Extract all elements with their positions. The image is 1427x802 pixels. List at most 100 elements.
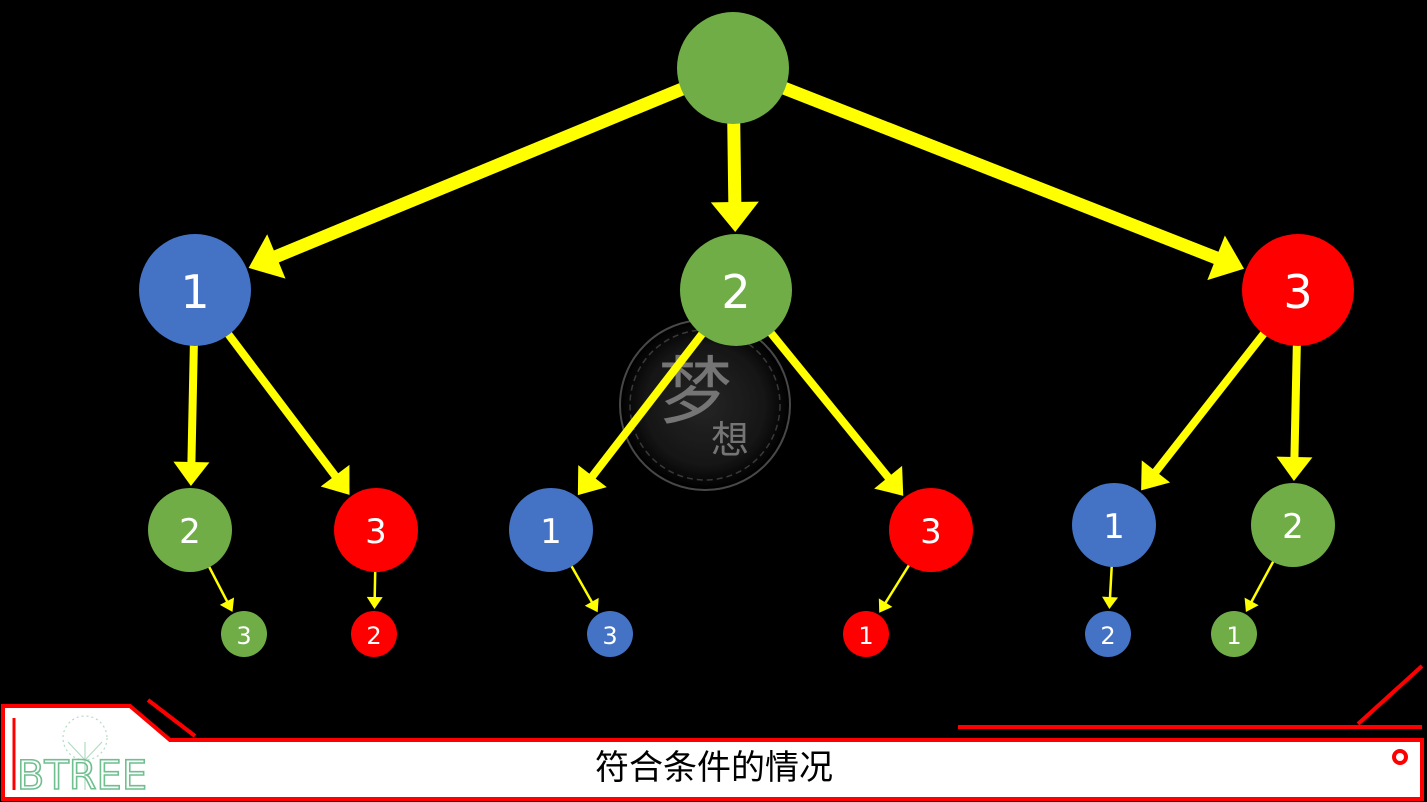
tree-node-l3-a1: 3 bbox=[221, 611, 267, 657]
edge-arrowhead bbox=[577, 465, 607, 496]
tree-node-l3-a2: 2 bbox=[351, 611, 397, 657]
tree-node-l1-b: 2 bbox=[680, 234, 792, 346]
node-circle bbox=[587, 611, 633, 657]
node-circle bbox=[1072, 483, 1156, 567]
tree-node-l2-b2: 3 bbox=[889, 488, 973, 572]
edge-arrowhead bbox=[1244, 597, 1259, 613]
footer-dot-icon bbox=[1392, 749, 1408, 765]
tree-node-l3-c2: 1 bbox=[1211, 611, 1257, 657]
edge-arrow bbox=[366, 567, 383, 610]
node-circle bbox=[843, 611, 889, 657]
node-circle bbox=[1251, 483, 1335, 567]
tree-node-root bbox=[677, 12, 789, 124]
edge-arrowhead bbox=[366, 596, 383, 610]
tree-node-l3-b1: 3 bbox=[587, 611, 633, 657]
edge-arrowhead bbox=[878, 598, 893, 613]
node-label: 3 bbox=[920, 512, 942, 552]
node-label: 3 bbox=[602, 622, 617, 650]
edge-arrowhead bbox=[248, 234, 286, 279]
edge-arrow bbox=[1102, 562, 1119, 610]
node-circle bbox=[889, 488, 973, 572]
tree-node-l2-a2: 3 bbox=[334, 488, 418, 572]
edge-shaft bbox=[373, 567, 377, 600]
logo-tree-icon bbox=[62, 715, 108, 790]
edge-shaft bbox=[883, 561, 912, 605]
watermark-sub-glyph: 想 bbox=[711, 418, 749, 462]
node-label: 2 bbox=[1282, 507, 1304, 547]
nodes-layer: 1 2 3 2 3 1 3 1 2 3 2 3 1 2 1 bbox=[139, 12, 1354, 657]
logo-text: BTREE bbox=[17, 753, 147, 799]
node-circle bbox=[351, 611, 397, 657]
node-label: 3 bbox=[365, 512, 387, 552]
node-label: 1 bbox=[858, 622, 873, 650]
tree-node-l2-a1: 2 bbox=[148, 488, 232, 572]
tree-node-l2-c1: 1 bbox=[1072, 483, 1156, 567]
tree-node-l1-c: 3 bbox=[1242, 234, 1354, 346]
watermark: 梦 想 bbox=[619, 319, 791, 491]
edge-arrowhead bbox=[874, 465, 904, 496]
edge-arrow bbox=[173, 341, 210, 487]
node-circle bbox=[1242, 234, 1354, 346]
edge-arrow bbox=[710, 119, 759, 233]
tree-node-l2-c2: 2 bbox=[1251, 483, 1335, 567]
edge-arrow bbox=[1276, 341, 1313, 482]
edge-arrow bbox=[765, 327, 904, 496]
edge-arrow bbox=[1141, 328, 1270, 491]
edge-arrowhead bbox=[1276, 456, 1313, 482]
edge-arrowhead bbox=[710, 201, 759, 233]
footer-panel bbox=[1, 704, 1424, 801]
edge-arrow bbox=[568, 562, 599, 613]
footer-accent-right bbox=[1356, 664, 1424, 726]
node-label: 2 bbox=[721, 265, 750, 319]
node-label: 2 bbox=[1100, 622, 1115, 650]
watermark-main-glyph: 梦 bbox=[658, 349, 732, 435]
footer-accent-left bbox=[146, 698, 197, 738]
edge-shaft bbox=[568, 562, 594, 605]
node-circle bbox=[1085, 611, 1131, 657]
caption: 符合条件的情况 bbox=[595, 748, 833, 788]
edge-arrow bbox=[878, 561, 912, 613]
node-circle bbox=[221, 611, 267, 657]
edge-shaft bbox=[206, 563, 229, 604]
tree-node-l2-b1: 1 bbox=[509, 488, 593, 572]
tree-node-l3-b2: 1 bbox=[843, 611, 889, 657]
node-circle bbox=[139, 234, 251, 346]
edge-shaft bbox=[588, 328, 708, 481]
edge-arrowhead bbox=[1102, 596, 1119, 610]
edge-shaft bbox=[1108, 562, 1114, 600]
node-label: 1 bbox=[1103, 507, 1125, 547]
edge-shaft bbox=[1290, 341, 1301, 460]
node-label: 2 bbox=[179, 512, 201, 552]
node-circle bbox=[334, 488, 418, 572]
node-label: 3 bbox=[1283, 265, 1312, 319]
edge-arrowhead bbox=[1141, 460, 1171, 491]
edge-shaft bbox=[727, 119, 742, 205]
edge-arrowhead bbox=[173, 461, 210, 487]
edge-shaft bbox=[1151, 328, 1270, 476]
edge-arrow bbox=[223, 329, 350, 495]
node-circle bbox=[148, 488, 232, 572]
edge-arrow bbox=[206, 563, 235, 612]
edge-shaft bbox=[779, 80, 1221, 265]
node-circle bbox=[677, 12, 789, 124]
edge-arrowhead bbox=[584, 597, 599, 613]
tree-node-l1-a: 1 bbox=[139, 234, 251, 346]
node-circle bbox=[509, 488, 593, 572]
edge-arrow bbox=[248, 81, 688, 279]
node-label: 2 bbox=[366, 622, 381, 650]
edge-shaft bbox=[765, 327, 893, 482]
node-label: 1 bbox=[1226, 622, 1241, 650]
tree-node-l3-c1: 2 bbox=[1085, 611, 1131, 657]
edge-arrow bbox=[1244, 557, 1277, 613]
node-circle bbox=[680, 234, 792, 346]
edge-arrowhead bbox=[219, 597, 235, 612]
edge-shaft bbox=[223, 329, 340, 480]
edge-shaft bbox=[187, 341, 198, 465]
edge-shaft bbox=[272, 81, 688, 264]
edge-arrowhead bbox=[320, 464, 350, 495]
node-circle bbox=[1211, 611, 1257, 657]
footer-bar: BTREE 符合条件的情况 bbox=[1, 664, 1424, 801]
edge-arrow bbox=[577, 328, 708, 496]
edge-arrowhead bbox=[1207, 235, 1245, 281]
node-label: 3 bbox=[236, 622, 251, 650]
